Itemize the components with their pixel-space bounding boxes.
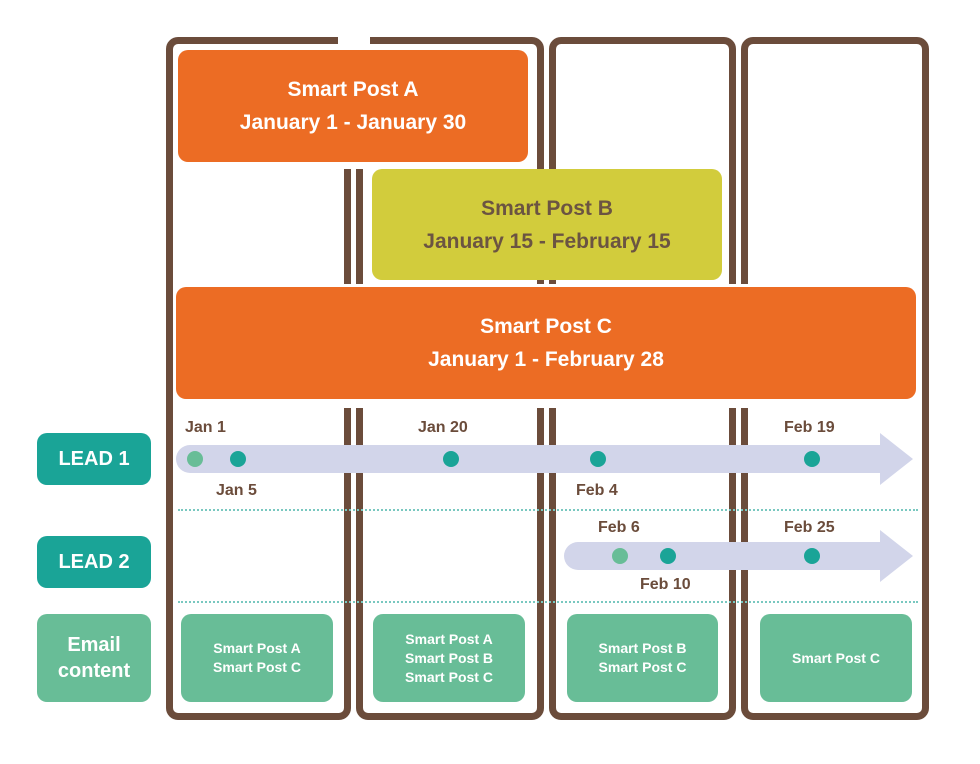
smart-post-b-title: Smart Post B [481, 196, 613, 220]
email-card-week-4: Smart Post C [760, 614, 912, 702]
smart-post-a-range: January 1 - January 30 [239, 111, 467, 134]
lead-1-date-label: Jan 5 [216, 482, 257, 499]
email-card-week-1: Smart Post A Smart Post C [181, 614, 333, 702]
lead-1-date-label: Feb 4 [576, 482, 618, 499]
email-content-label-line2: content [57, 660, 131, 682]
email-card-line: Smart Post A [213, 640, 301, 656]
lead-2-label: LEAD 2 [37, 536, 151, 588]
lead-1-date-label: Jan 1 [185, 419, 226, 436]
lead-2-arrow [564, 530, 913, 582]
email-card-week-2: Smart Post A Smart Post B Smart Post C [373, 614, 525, 702]
lead-2-dot-feb-6 [612, 548, 628, 564]
email-card-line: Smart Post C [598, 659, 687, 675]
lead-1-dot-jan-1 [187, 451, 203, 467]
lead-2-date-label: Feb 6 [598, 519, 640, 536]
smart-post-c-bar: Smart Post C January 1 - February 28 [176, 287, 916, 399]
email-card-line: Smart Post C [405, 668, 493, 685]
row-separator [178, 601, 918, 603]
lead-1-label: LEAD 1 [37, 433, 151, 485]
smart-post-c-range: January 1 - February 28 [428, 348, 664, 371]
column-border-gap [338, 30, 370, 50]
lead-2-date-label: Feb 25 [784, 519, 835, 536]
smart-post-a-title: Smart Post A [287, 78, 419, 101]
row-separator [178, 509, 918, 511]
lead-1-dot-jan-20 [443, 451, 459, 467]
lead-1-dot-feb-4 [590, 451, 606, 467]
lead-1-arrow [176, 433, 913, 485]
lead-2-date-label: Feb 10 [640, 576, 691, 593]
lead-1-dot-jan-5 [230, 451, 246, 467]
email-content-label-line1: Email [67, 634, 121, 656]
email-card-line: Smart Post B [405, 649, 493, 666]
lead-1-dot-feb-19 [804, 451, 820, 467]
email-card-line: Smart Post A [405, 630, 493, 647]
smart-post-c-title: Smart Post C [480, 315, 612, 338]
email-card-line: Smart Post C [213, 659, 301, 675]
lead-1-date-label: Jan 20 [418, 419, 468, 436]
smart-post-b-bar: Smart Post B January 15 - February 15 [372, 169, 722, 280]
lead-2-dot-feb-25 [804, 548, 820, 564]
email-card-week-3: Smart Post B Smart Post C [567, 614, 718, 702]
smart-post-b-range: January 15 - February 15 [423, 229, 671, 253]
email-card-line: Smart Post B [598, 640, 687, 656]
lead-2-dot-feb-10 [660, 548, 676, 564]
email-content-label: Email content [37, 614, 151, 702]
email-card-line: Smart Post C [792, 649, 880, 666]
smart-post-a-bar: Smart Post A January 1 - January 30 [178, 50, 528, 162]
lead-1-date-label: Feb 19 [784, 419, 835, 436]
